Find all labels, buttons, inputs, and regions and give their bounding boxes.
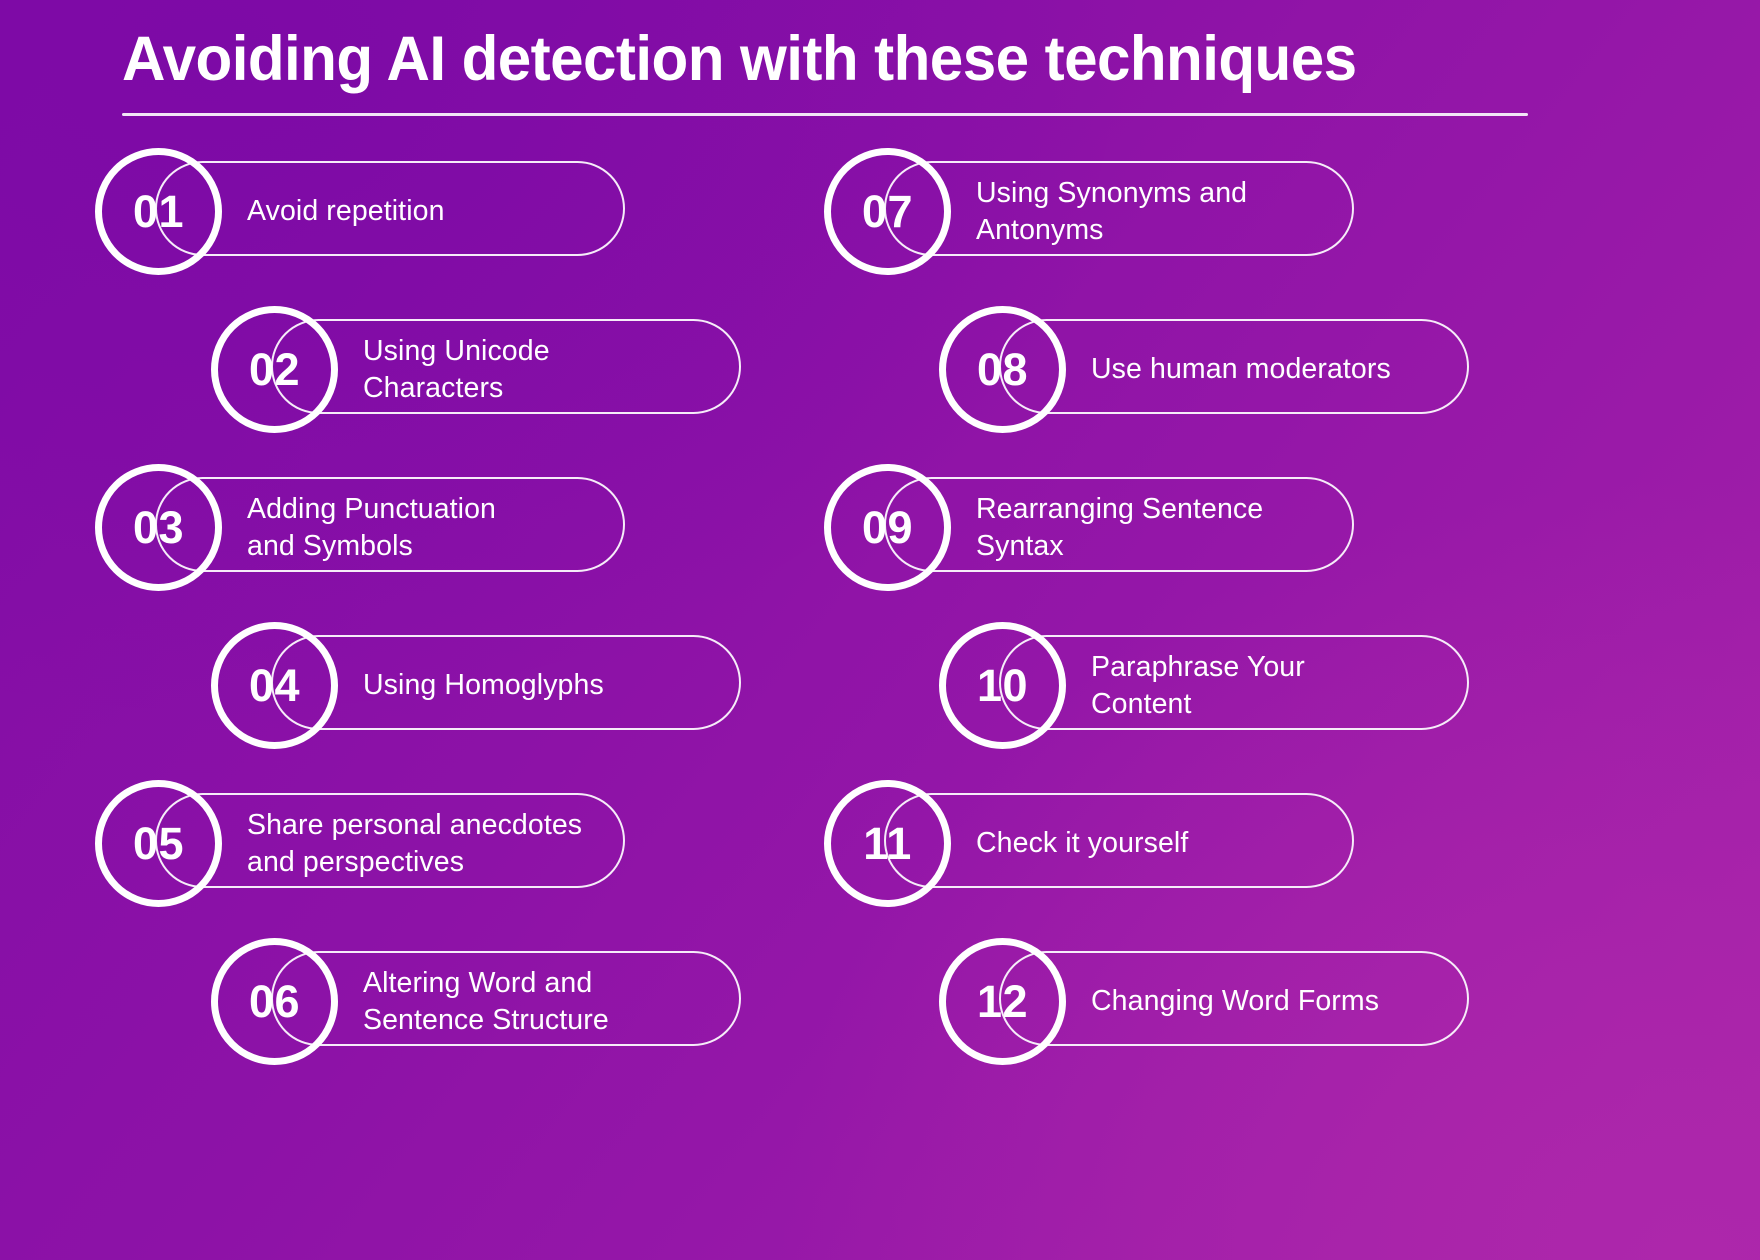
item-number-circle: 11 xyxy=(824,780,951,907)
item-label-line2: and perspectives xyxy=(247,845,465,878)
item-label-line1: Share personal anecdotes xyxy=(247,809,583,842)
item-label-line1: Using Homoglyphs xyxy=(363,669,604,702)
title-divider xyxy=(122,113,1528,117)
item-number: 04 xyxy=(248,660,301,711)
item-label-line1: Use human moderators xyxy=(1091,353,1391,386)
item-number: 06 xyxy=(248,976,301,1027)
item-label-line2: Characters xyxy=(363,371,504,404)
item-number-circle: 08 xyxy=(939,306,1066,433)
item-label-line1: Using Unicode xyxy=(363,335,550,368)
item-label-line1: Rearranging Sentence xyxy=(976,493,1264,526)
item-label-line1: Avoid repetition xyxy=(247,195,445,228)
item-label: Use human moderators xyxy=(1091,306,1491,433)
item-number-circle: 09 xyxy=(824,464,951,591)
page-title: Avoiding AI detection with these techniq… xyxy=(122,24,1357,94)
item-label-line1: Altering Word and xyxy=(363,967,593,1000)
item-label: Using Unicode Characters xyxy=(363,306,763,433)
item-label-line2: Sentence Structure xyxy=(363,1003,609,1036)
item-label-line1: Adding Punctuation xyxy=(247,493,496,526)
item-number: 08 xyxy=(976,344,1029,395)
item-number-circle: 06 xyxy=(211,938,338,1065)
item-number: 02 xyxy=(248,344,301,395)
item-label-line1: Check it yourself xyxy=(976,827,1189,860)
item-label-line2: Syntax xyxy=(976,529,1064,562)
item-number: 10 xyxy=(976,660,1029,711)
item-number: 03 xyxy=(132,502,185,553)
item-number-circle: 07 xyxy=(824,148,951,275)
item-label: Rearranging Sentence Syntax xyxy=(976,464,1376,591)
item-label-line1: Changing Word Forms xyxy=(1091,985,1380,1018)
item-label: Paraphrase Your Content xyxy=(1091,622,1491,749)
item-number-circle: 02 xyxy=(211,306,338,433)
item-number-circle: 04 xyxy=(211,622,338,749)
list-row: 01 Avoid repetition 07 Using Synonyms an… xyxy=(0,148,1760,306)
item-number: 05 xyxy=(132,818,185,869)
item-label-line1: Paraphrase Your xyxy=(1091,651,1305,684)
item-label-line2: Antonyms xyxy=(976,213,1104,246)
poster-header: Avoiding AI detection with these techniq… xyxy=(122,22,1642,117)
item-label: Using Synonyms and Antonyms xyxy=(976,148,1376,275)
item-number: 11 xyxy=(863,818,912,869)
item-label: Check it yourself xyxy=(976,780,1376,907)
item-number: 12 xyxy=(976,976,1029,1027)
item-label-line2: Content xyxy=(1091,687,1192,720)
item-label-line2: and Symbols xyxy=(247,529,413,562)
item-label: Adding Punctuation and Symbols xyxy=(247,464,647,591)
list-row: 02 Using Unicode Characters 08 Use human… xyxy=(0,306,1760,464)
list-row: 04 Using Homoglyphs 10 Paraphrase Your C… xyxy=(0,622,1760,780)
item-number: 09 xyxy=(861,502,914,553)
item-number: 01 xyxy=(132,186,185,237)
item-number-circle: 10 xyxy=(939,622,1066,749)
item-label: Avoid repetition xyxy=(247,148,647,275)
list-row: 03 Adding Punctuation and Symbols 09 Rea… xyxy=(0,464,1760,622)
item-label: Using Homoglyphs xyxy=(363,622,763,749)
item-label: Altering Word and Sentence Structure xyxy=(363,938,763,1065)
item-number-circle: 12 xyxy=(939,938,1066,1065)
item-number-circle: 03 xyxy=(95,464,222,591)
technique-list: 01 Avoid repetition 07 Using Synonyms an… xyxy=(0,148,1760,1096)
item-label-line1: Using Synonyms and xyxy=(976,177,1248,210)
item-number-circle: 01 xyxy=(95,148,222,275)
list-row: 05 Share personal anecdotes and perspect… xyxy=(0,780,1760,938)
item-label: Share personal anecdotes and perspective… xyxy=(247,780,647,907)
item-label: Changing Word Forms xyxy=(1091,938,1491,1065)
item-number: 07 xyxy=(861,186,914,237)
list-row: 06 Altering Word and Sentence Structure … xyxy=(0,938,1760,1096)
item-number-circle: 05 xyxy=(95,780,222,907)
